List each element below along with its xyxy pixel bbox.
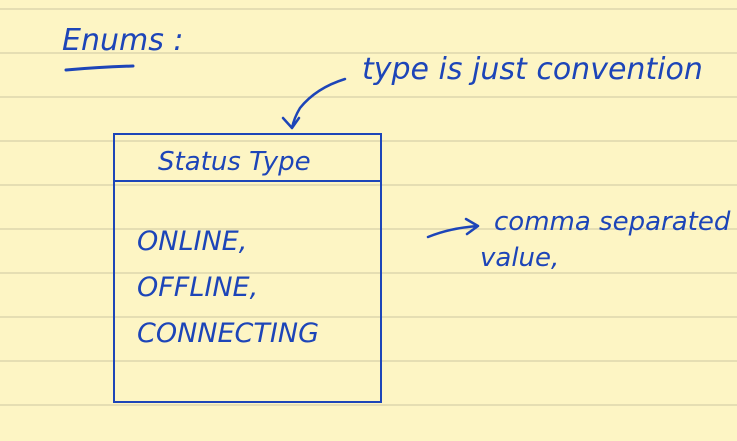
note-right-line2: value, — [480, 243, 559, 273]
note-top-arrow — [281, 77, 347, 130]
enum-value-offline: OFFLINE, — [137, 272, 258, 303]
enum-value-online: ONLINE, — [137, 226, 247, 257]
note-right-line1: comma separated — [494, 207, 731, 237]
enum-box — [113, 133, 382, 403]
heading: Enums : — [62, 23, 183, 58]
heading-underline — [64, 64, 135, 72]
note-right-arrow — [426, 217, 480, 239]
enum-value-connecting: CONNECTING — [137, 318, 319, 349]
enum-box-title: Status Type — [158, 147, 311, 177]
note-top: type is just convention — [362, 52, 703, 87]
